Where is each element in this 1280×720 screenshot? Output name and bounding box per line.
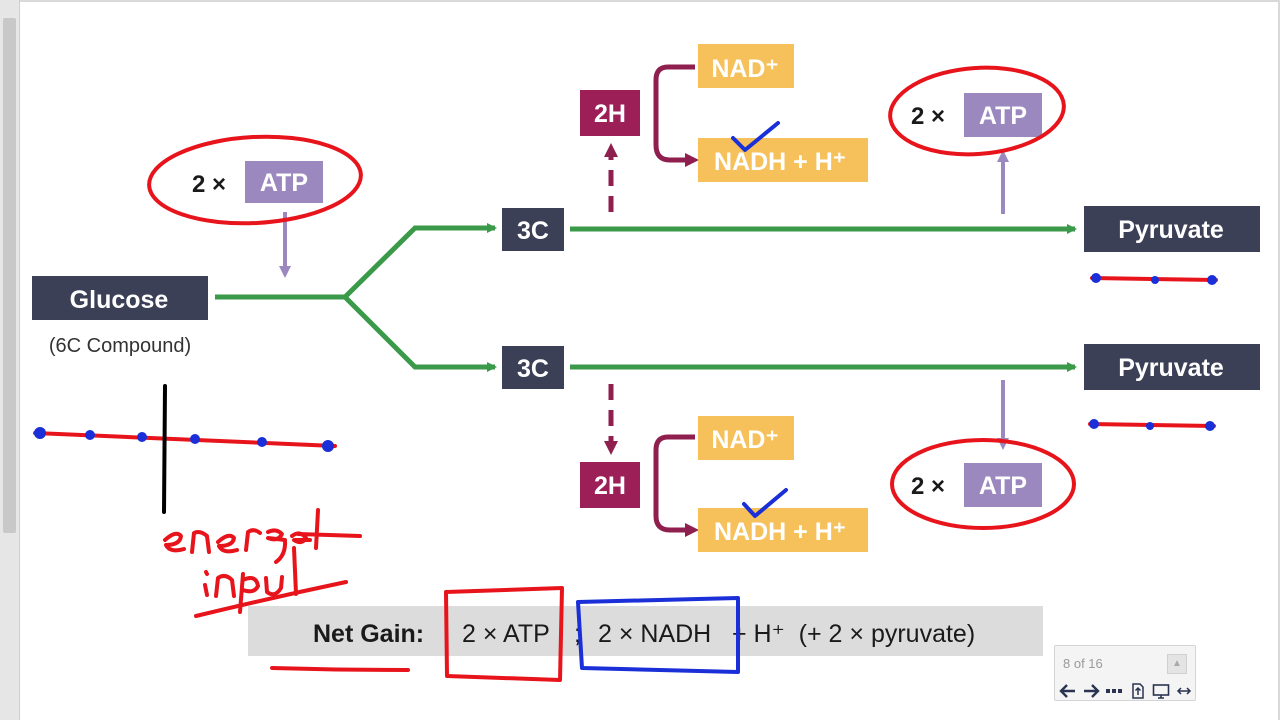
nad-top-label: NAD⁺ [711, 55, 778, 83]
glucose-label: Glucose [70, 286, 169, 314]
two-h-bottom-label: 2H [594, 472, 626, 500]
net-gain-separator: ; [574, 620, 581, 648]
page-counter: 8 of 16 [1063, 656, 1103, 671]
ink-vertical-divider [162, 384, 167, 514]
three-carbon-bottom-label: 3C [517, 355, 549, 383]
next-page-button[interactable] [1080, 681, 1101, 701]
nadh-bottom-box [698, 508, 868, 552]
ink-handwriting-energy-input [163, 508, 362, 618]
ink-check-bottom [742, 488, 788, 518]
ink-box-nadh [576, 596, 740, 674]
ink-strike-glucose [33, 431, 337, 448]
pyruvate-top-box [1084, 206, 1260, 252]
page-navigation-panel: 8 of 16 ▲ [1054, 645, 1196, 701]
pyruvate-top-label: Pyruvate [1118, 216, 1224, 244]
atp-output-bottom-label: ATP [979, 472, 1027, 500]
ink-check-top [731, 121, 780, 152]
net-gain-bar [248, 606, 1043, 656]
pyruvate-bottom-label: Pyruvate [1118, 354, 1224, 382]
present-screen-button[interactable] [1150, 681, 1171, 701]
glucose-box [32, 276, 208, 320]
nad-bottom-label: NAD⁺ [711, 426, 778, 454]
atp-input-multiplier: 2 × [192, 171, 226, 198]
nadh-top-label: NADH + H⁺ [714, 148, 846, 176]
net-gain-rest: + H⁺ (+ 2 × pyruvate) [732, 620, 975, 648]
frame-border-right [1278, 0, 1280, 720]
branch-lower-line [343, 295, 497, 372]
chevron-up-icon: ▲ [1172, 658, 1182, 669]
arrow-right-icon [1083, 684, 1100, 698]
atp-output-bottom-multiplier: 2 × [911, 473, 945, 500]
glucose-sublabel: (6C Compound) [49, 335, 191, 357]
net-gain-nadh: 2 × NADH [598, 620, 711, 648]
ink-dots-glucose [34, 427, 334, 452]
collapse-button[interactable]: ▲ [1167, 654, 1187, 674]
three-carbon-top-label: 3C [517, 217, 549, 245]
atp-output-bottom-box [964, 463, 1042, 507]
atp-output-top-label: ATP [979, 102, 1027, 130]
resize-horizontal-icon [1177, 687, 1192, 695]
document-export-icon [1131, 683, 1144, 699]
pyruvate-bottom-box [1084, 344, 1260, 390]
ink-dots-pyruvate [1089, 273, 1217, 431]
atp-input-label: ATP [260, 169, 308, 197]
ink-circle-atp-output-top [888, 65, 1066, 157]
two-h-top-label: 2H [594, 100, 626, 128]
three-carbon-top-box [502, 208, 564, 251]
scrollbar-thumb[interactable] [3, 18, 16, 533]
export-page-button[interactable] [1127, 681, 1148, 701]
ink-annotations [33, 65, 1218, 682]
navigation-toolbar [1055, 680, 1195, 702]
previous-page-button[interactable] [1057, 681, 1078, 701]
frame-border-top [20, 0, 1280, 2]
atp-input-box [245, 161, 323, 203]
nadh-top-box [698, 138, 868, 182]
arrow-left-icon [1058, 684, 1075, 698]
ink-underline-net-gain [270, 666, 410, 672]
branch-upper-line [343, 223, 497, 299]
ink-circle-atp-output-bottom [890, 438, 1076, 530]
nadh-bottom-label: NADH + H⁺ [714, 518, 846, 546]
nad-bracket-bottom [653, 434, 699, 537]
monitor-icon [1152, 684, 1170, 699]
net-gain-atp: 2 × ATP [462, 620, 550, 648]
atp-output-top-box [964, 93, 1042, 137]
nad-bottom-box [698, 416, 794, 460]
two-h-top-box [580, 90, 640, 136]
two-h-bottom-box [580, 462, 640, 508]
three-carbon-bottom-box [502, 346, 564, 389]
nad-bracket-top [653, 64, 699, 167]
nad-top-box [698, 44, 794, 88]
atp-output-top-multiplier: 2 × [911, 103, 945, 130]
fit-width-button[interactable] [1174, 681, 1195, 701]
ink-circle-atp-input [147, 134, 363, 226]
net-gain-label: Net Gain: [313, 620, 424, 648]
more-horizontal-icon [1106, 689, 1123, 693]
vertical-scrollbar[interactable] [0, 0, 20, 720]
more-options-button[interactable] [1104, 681, 1125, 701]
ink-box-atp [444, 586, 564, 682]
